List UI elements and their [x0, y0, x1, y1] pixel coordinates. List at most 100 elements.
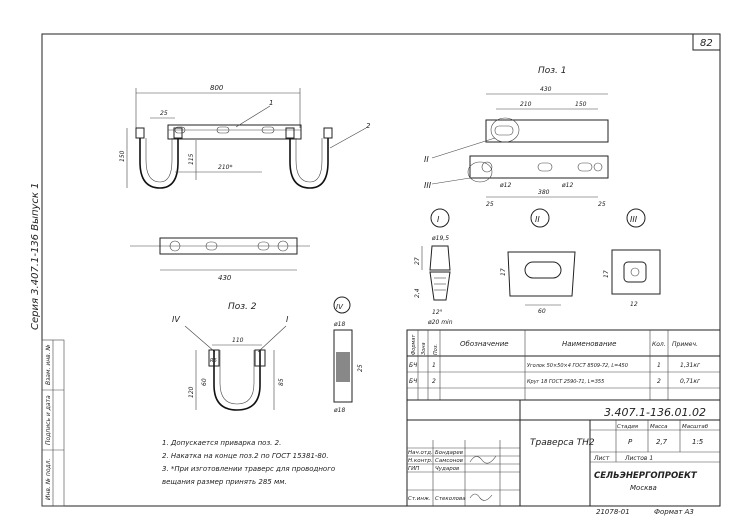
plan-view: 430	[130, 237, 310, 282]
pos1-dim-380: 380	[538, 189, 550, 196]
note-3: 3. *При изготовлении траверс для проводн…	[162, 465, 335, 473]
pos2-title: Поз. 2	[228, 302, 257, 312]
pos1-dim-25b: 25	[598, 201, 606, 208]
pos2-dim-120: 120	[188, 386, 195, 398]
role-3: ГИП	[408, 466, 419, 472]
hdr-zone: Зона	[421, 342, 427, 355]
spec-table: Формат Зона Поз. Обозначение Наименовани…	[406, 329, 721, 401]
section-iii-label: III	[630, 215, 638, 224]
signature-1	[469, 455, 497, 464]
sheet-label: Лист	[593, 455, 610, 462]
name-4: Стеколова	[435, 496, 466, 502]
sec1-dim-27: 27	[414, 257, 421, 265]
sec4-dim-d18a: ø18	[333, 321, 345, 328]
note-2: 2. Накатка на конце поз.2 по ГОСТ 15381-…	[162, 452, 329, 460]
pos1-dim-210: 210	[520, 101, 532, 108]
pos1-dim-430: 430	[540, 86, 552, 93]
signature-2	[469, 493, 493, 501]
stage-value: Р	[628, 438, 633, 446]
section-i-label: I	[437, 215, 440, 224]
row1-note: 1,31кг	[680, 362, 701, 369]
sheet-number-box	[692, 33, 721, 51]
sheet-number: 82	[700, 38, 713, 49]
dim-210-star: 210*	[218, 164, 232, 171]
note-1: 1. Допускается приварка поз. 2.	[162, 439, 281, 447]
dim-800: 800	[210, 84, 224, 92]
title-block: 3.407.1-136.01.02 Траверса ТН2 Стадия Ма…	[406, 399, 721, 507]
left-stamp: Инв. № подл. Подпись и дата Взам. инв. №	[41, 339, 65, 507]
name-2: Самсонов	[435, 458, 463, 464]
section-ii-label: II	[535, 215, 540, 224]
dim-25: 25	[160, 110, 168, 117]
section-details: I II III ø19,5 27 2,4 12° ø20 min 17 60 …	[333, 208, 661, 414]
stage-header: Стадия	[617, 424, 639, 430]
item-name: Траверса ТН2	[530, 438, 595, 448]
hdr-pos: Поз.	[433, 344, 439, 355]
row2-qty: 2	[657, 378, 661, 385]
stamp-signature-label: Подпись и дата	[45, 395, 52, 445]
sheet-frame	[41, 33, 721, 507]
name-3: Чударов	[435, 466, 459, 472]
hdr-qty: Кол.	[652, 341, 666, 348]
sec4-dim-25: 25	[357, 364, 364, 372]
dim-430: 430	[218, 274, 232, 282]
pos2-section-i-mark: I	[286, 315, 289, 324]
scale-header: Масштаб	[682, 424, 709, 430]
role-2: Н.контр.	[408, 458, 433, 464]
callout-1: 1	[269, 99, 273, 107]
section-iv-label: IV	[336, 303, 344, 311]
note-3-cont: вещания размер принять 285 мм.	[162, 478, 287, 486]
notes: 1. Допускается приварка поз. 2. 2. Накат…	[162, 439, 335, 486]
scale-value: 1:5	[692, 438, 704, 446]
row1-pos: 1	[432, 362, 436, 369]
pos1-dim-25a: 25	[486, 201, 494, 208]
format-label: Формат А3	[654, 508, 694, 516]
pos1-dim-150: 150	[575, 101, 587, 108]
pos2-view: Поз. 2 IV I 110 R6 60 120 85	[172, 302, 289, 411]
sec3-dim-17: 17	[603, 270, 610, 278]
pos1-view: Поз. 1 430 210 150 ø12 ø12 380 25 25 II …	[424, 66, 609, 208]
assembly-view: 800 25 210* 150 115 1 2	[119, 84, 371, 189]
sec1-dim-12deg: 12°	[432, 309, 443, 316]
sheets-label: Листов 1	[624, 455, 653, 462]
pos1-title: Поз. 1	[538, 66, 567, 76]
mass-header: Масса	[650, 424, 668, 430]
org-city: Москва	[630, 484, 657, 492]
bottom-code: 21078-01	[596, 508, 630, 516]
sec1-dim-d19: ø19,5	[431, 235, 449, 242]
pos1-section-ii-mark: II	[424, 155, 429, 164]
pos2-dim-110: 110	[232, 337, 244, 344]
dim-115: 115	[188, 153, 195, 165]
hdr-name: Наименование	[562, 340, 616, 348]
name-1: Бондарев	[435, 450, 463, 456]
sec1-dim-24: 2,4	[414, 288, 421, 298]
row2-pos: 2	[432, 378, 436, 385]
sec3-dim-12: 12	[630, 301, 638, 308]
row1-name: Уголок 50×50×4 ГОСТ 8509-72, L=450	[527, 363, 628, 369]
org-name: СЕЛЬЭНЕРГОПРОЕКТ	[594, 471, 698, 481]
sec1-dim-d20min: ø20 min	[427, 319, 453, 326]
pos1-section-iii-mark: III	[424, 181, 432, 190]
row2-format: БЧ	[409, 378, 417, 385]
pos2-dim-60: 60	[201, 378, 208, 386]
row1-format: БЧ	[409, 362, 417, 369]
sec2-dim-17: 17	[500, 268, 507, 276]
callout-2: 2	[366, 122, 371, 130]
pos2-section-iv-mark: IV	[172, 315, 180, 324]
doc-number: 3.407.1-136.01.02	[604, 406, 706, 419]
role-1: Нач.отд.	[408, 450, 433, 456]
hdr-designation: Обозначение	[460, 340, 509, 348]
series-label: Серия 3.407.1-136 Выпуск 1	[30, 182, 41, 330]
hdr-note: Примеч.	[672, 341, 698, 348]
dim-150: 150	[119, 150, 126, 162]
stamp-replace-label: Взам. инв. №	[45, 344, 52, 385]
mass-value: 2,7	[656, 438, 668, 446]
stamp-inv-label: Инв. № подл.	[45, 459, 52, 500]
pos1-dim-d12b: ø12	[561, 182, 573, 189]
row2-note: 0,71кг	[680, 378, 701, 385]
pos2-dim-85: 85	[278, 378, 285, 386]
hdr-format: Формат	[411, 334, 417, 355]
role-4: Ст.инж.	[408, 496, 431, 502]
pos2-dim-r6: R6	[210, 358, 217, 364]
